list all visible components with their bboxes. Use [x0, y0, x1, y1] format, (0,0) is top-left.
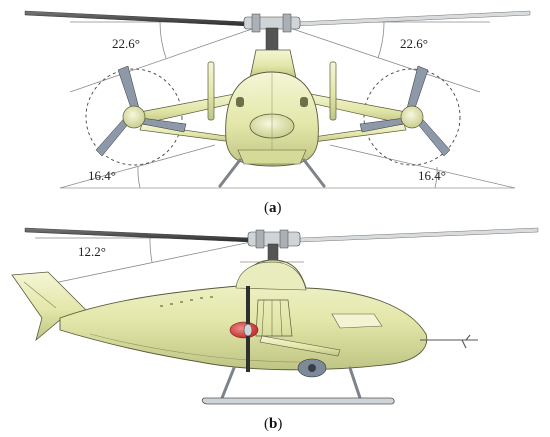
angle-label-top-left: 22.6° — [112, 36, 140, 51]
caption-a: (a) — [264, 200, 282, 216]
rotor-angle-guides-side — [29, 237, 271, 289]
angle-label-bottom-left: 16.4° — [88, 168, 116, 183]
tip-angle-guides-bottom — [59, 144, 516, 189]
fuselage-side — [59, 259, 428, 378]
left-prop-disk — [85, 68, 183, 166]
main-rotor-front — [24, 10, 531, 51]
landing-skids-front — [218, 158, 326, 188]
angle-label-side: 12.2° — [78, 244, 106, 259]
right-propeller — [359, 65, 451, 157]
panel-b-side-view: 12.2° (b) — [11, 227, 539, 432]
side-propeller — [229, 286, 259, 372]
left-propeller — [95, 65, 187, 157]
fuselage-front — [225, 49, 319, 167]
panel-a-front-view: 22.6° 22.6° 16.4° 16.4° (a) — [24, 10, 531, 216]
angle-label-bottom-right: 16.4° — [418, 168, 446, 183]
main-rotor-side — [24, 227, 539, 265]
angle-label-top-right: 22.6° — [400, 36, 428, 51]
vent-row — [160, 296, 213, 307]
landing-skids-side — [201, 366, 395, 405]
pitot-probe — [420, 334, 478, 349]
right-prop-disk — [363, 68, 461, 166]
caption-b: (b) — [264, 416, 282, 432]
